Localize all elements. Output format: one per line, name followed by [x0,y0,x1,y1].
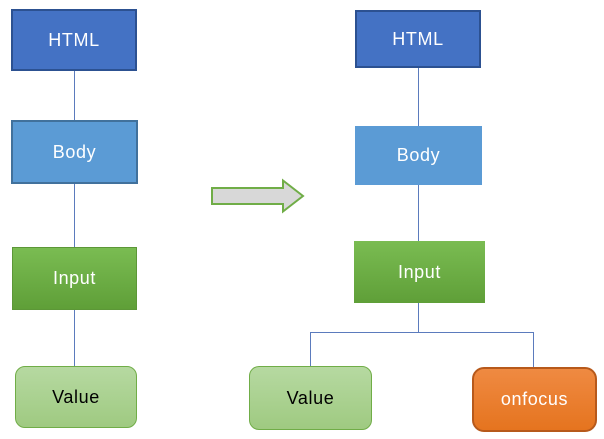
right-node-value: Value [249,366,372,430]
transform-arrow-icon [211,178,305,214]
right-node-onfocus: onfocus [472,367,597,432]
left-node-html: HTML [11,9,137,71]
left-node-body: Body [11,120,138,184]
right-node-html: HTML [355,10,481,68]
right-branch-elbow [310,332,534,367]
left-node-input: Input [12,247,137,310]
right-node-body: Body [355,126,482,185]
left-node-value: Value [15,366,137,428]
right-node-input: Input [354,241,485,303]
